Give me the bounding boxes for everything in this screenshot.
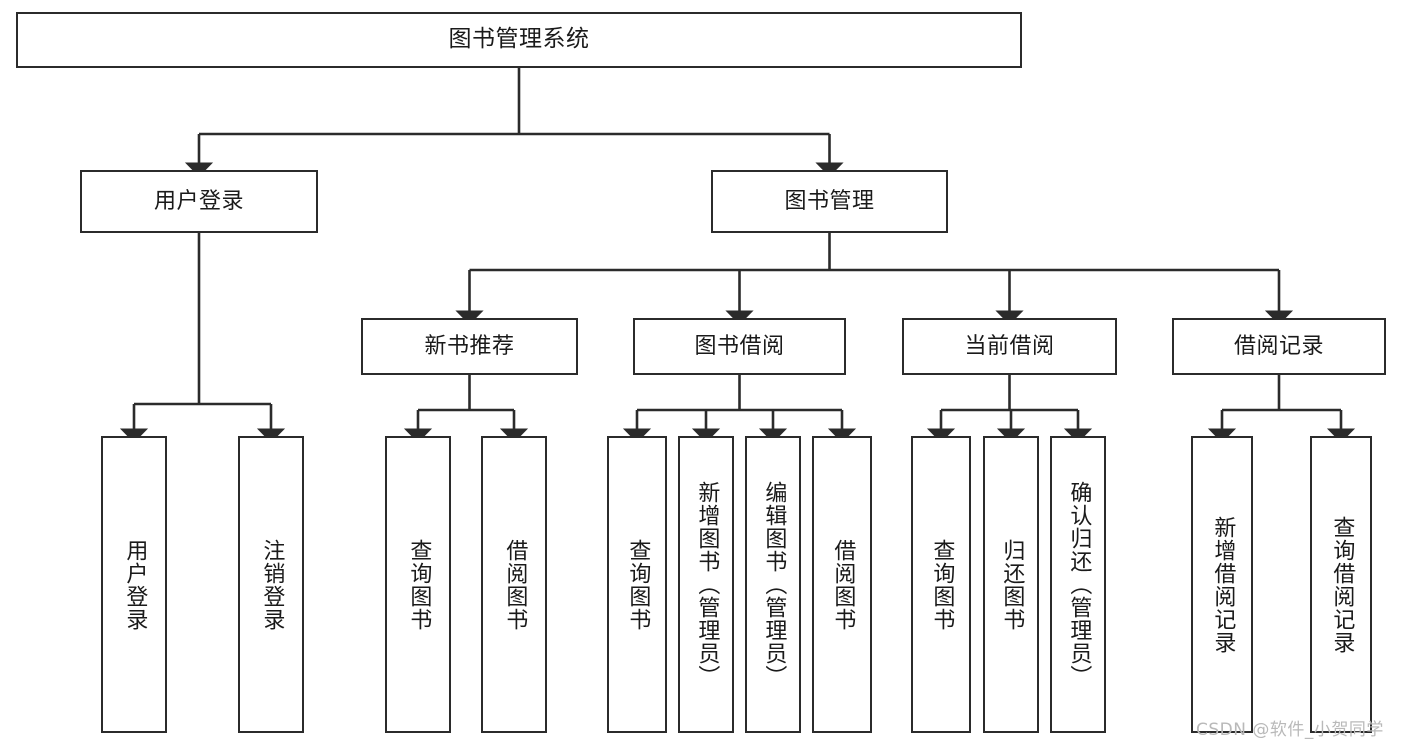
node-leaf-borrow-book-2-label: 借阅图书	[830, 538, 856, 631]
node-user-login[interactable]: 用户登录	[80, 170, 318, 233]
node-leaf-query-borrow-record-label: 查询借阅记录	[1329, 515, 1355, 654]
node-leaf-edit-book-label: 编辑图书（管理员）	[761, 481, 787, 688]
node-root-label: 图书管理系统	[448, 26, 590, 53]
node-current-borrow[interactable]: 当前借阅	[902, 318, 1117, 375]
node-leaf-query-book-2[interactable]: 查询图书	[607, 436, 667, 733]
node-book-manage-label: 图书管理	[784, 188, 875, 214]
node-borrow-record[interactable]: 借阅记录	[1172, 318, 1386, 375]
node-leaf-query-book-1-label: 查询图书	[406, 538, 432, 631]
node-new-book-recommend-label: 新书推荐	[424, 333, 515, 359]
node-current-borrow-label: 当前借阅	[964, 333, 1055, 359]
node-leaf-return-book[interactable]: 归还图书	[983, 436, 1039, 733]
node-leaf-borrow-book-1[interactable]: 借阅图书	[481, 436, 547, 733]
node-leaf-query-book-3[interactable]: 查询图书	[911, 436, 971, 733]
node-leaf-confirm-return-label: 确认归还（管理员）	[1066, 481, 1092, 688]
node-book-manage[interactable]: 图书管理	[711, 170, 948, 233]
node-leaf-query-book-3-label: 查询图书	[929, 538, 955, 631]
node-leaf-borrow-book-2[interactable]: 借阅图书	[812, 436, 872, 733]
csdn-watermark: CSDN @软件_小贺同学	[1196, 720, 1384, 740]
node-leaf-user-login[interactable]: 用户登录	[101, 436, 167, 733]
node-leaf-query-book-1[interactable]: 查询图书	[385, 436, 451, 733]
node-book-borrow-label: 图书借阅	[694, 333, 785, 359]
node-leaf-query-book-2-label: 查询图书	[625, 538, 651, 631]
node-leaf-query-borrow-record[interactable]: 查询借阅记录	[1310, 436, 1372, 733]
node-new-book-recommend[interactable]: 新书推荐	[361, 318, 578, 375]
node-leaf-user-login-label: 用户登录	[122, 538, 148, 631]
node-leaf-logout[interactable]: 注销登录	[238, 436, 304, 733]
node-leaf-add-book-label: 新增图书（管理员）	[694, 481, 720, 688]
connector-lines	[119, 68, 1356, 443]
node-borrow-record-label: 借阅记录	[1233, 333, 1324, 359]
node-leaf-add-borrow-record[interactable]: 新增借阅记录	[1191, 436, 1253, 733]
node-leaf-logout-label: 注销登录	[259, 538, 285, 631]
node-leaf-add-borrow-record-label: 新增借阅记录	[1210, 515, 1236, 654]
node-root[interactable]: 图书管理系统	[16, 12, 1022, 68]
node-user-login-label: 用户登录	[153, 188, 244, 214]
node-leaf-return-book-label: 归还图书	[999, 538, 1025, 631]
node-leaf-confirm-return[interactable]: 确认归还（管理员）	[1050, 436, 1106, 733]
node-leaf-add-book[interactable]: 新增图书（管理员）	[678, 436, 734, 733]
node-leaf-borrow-book-1-label: 借阅图书	[502, 538, 528, 631]
node-book-borrow[interactable]: 图书借阅	[633, 318, 846, 375]
node-leaf-edit-book[interactable]: 编辑图书（管理员）	[745, 436, 801, 733]
